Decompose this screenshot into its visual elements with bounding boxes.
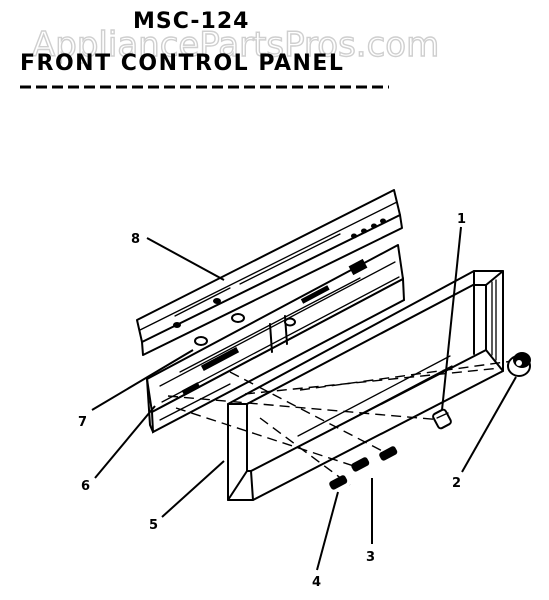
callout-3: 3 bbox=[366, 550, 375, 565]
callout-7: 7 bbox=[78, 415, 87, 430]
callout-6: 6 bbox=[81, 479, 90, 494]
callout-5: 5 bbox=[149, 518, 158, 533]
part-1-button bbox=[432, 408, 452, 430]
assembly-lines bbox=[167, 359, 521, 486]
part-5-bezel bbox=[227, 270, 504, 501]
callout-2: 2 bbox=[452, 476, 461, 491]
callout-8: 8 bbox=[131, 232, 140, 247]
part-2-knob bbox=[507, 352, 531, 377]
watermark-text: AppliancePartsPros.com bbox=[32, 25, 439, 65]
part-3-spring bbox=[351, 446, 398, 472]
part-7-housing bbox=[146, 244, 406, 434]
part-4-spring bbox=[329, 475, 348, 490]
part-8-rail bbox=[136, 189, 403, 356]
callout-1: 1 bbox=[457, 212, 466, 227]
callout-4: 4 bbox=[312, 575, 321, 590]
model-number: MSC-124 bbox=[133, 9, 249, 34]
leader-lines bbox=[91, 226, 517, 571]
panel-title: FRONT CONTROL PANEL bbox=[20, 51, 344, 76]
